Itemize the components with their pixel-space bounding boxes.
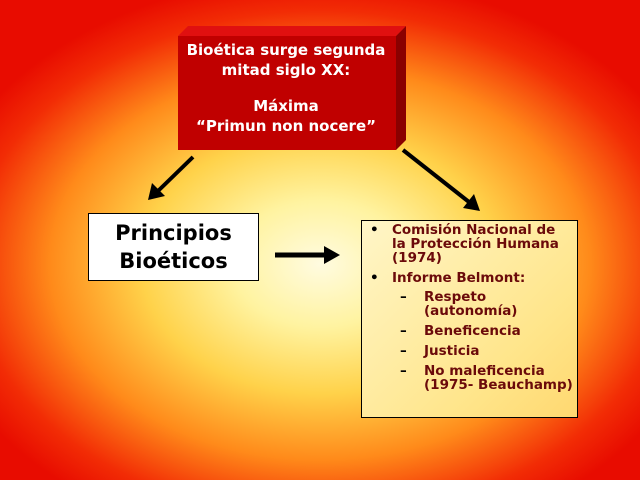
principios-line-1: Principios xyxy=(115,221,232,245)
sub-item-text: No maleficencia xyxy=(424,363,545,379)
sub-item-beneficencia: – Beneficencia xyxy=(368,324,573,338)
list-item-comision: • Comisión Nacional de la Protección Hum… xyxy=(368,223,573,265)
sub-item-text: Beneficencia xyxy=(424,323,521,339)
bullet-icon: • xyxy=(370,222,379,238)
belmont-sublist: – Respeto (autonomía) – Beneficencia – J… xyxy=(368,290,573,392)
arrow-left-down xyxy=(148,155,195,200)
dash-icon: – xyxy=(400,289,407,305)
arrow-right-down xyxy=(401,148,480,211)
sub-item-no-maleficencia: – No maleficencia (1975- Beauchamp) xyxy=(368,364,573,392)
sub-item-respeto: – Respeto (autonomía) xyxy=(368,290,573,318)
list-item-text: Informe Belmont: xyxy=(392,270,526,286)
dash-icon: – xyxy=(400,343,407,359)
list-item-text: la Protección Humana xyxy=(392,236,559,252)
list-box: • Comisión Nacional de la Protección Hum… xyxy=(361,220,578,418)
dash-icon: – xyxy=(400,323,407,339)
sub-item-text: Justicia xyxy=(424,343,480,359)
list-item-informe: • Informe Belmont: xyxy=(368,271,573,285)
principios-line-2: Bioéticos xyxy=(119,249,228,273)
top-box-line-3: Máxima xyxy=(253,97,319,115)
bullet-icon: • xyxy=(370,270,379,286)
top-box xyxy=(178,26,408,154)
sub-item-text: (1975- Beauchamp) xyxy=(424,377,573,393)
sub-item-text: Respeto xyxy=(424,289,487,305)
top-box-shape xyxy=(178,26,406,150)
arrow-right xyxy=(275,246,340,264)
sub-item-justicia: – Justicia xyxy=(368,344,573,358)
sub-item-text: (autonomía) xyxy=(424,303,518,319)
top-box-line-1: Bioética surge segunda xyxy=(186,41,386,59)
top-box-line-4: “Primun non nocere” xyxy=(196,117,376,135)
principios-box: Principios Bioéticos xyxy=(88,213,259,281)
list-item-text: Comisión Nacional de xyxy=(392,222,556,238)
dash-icon: – xyxy=(400,363,407,379)
top-box-line-2: mitad siglo XX: xyxy=(221,61,351,79)
top-box-text: Bioética surge segunda mitad siglo XX: M… xyxy=(178,40,394,136)
list-item-text: (1974) xyxy=(392,250,442,266)
